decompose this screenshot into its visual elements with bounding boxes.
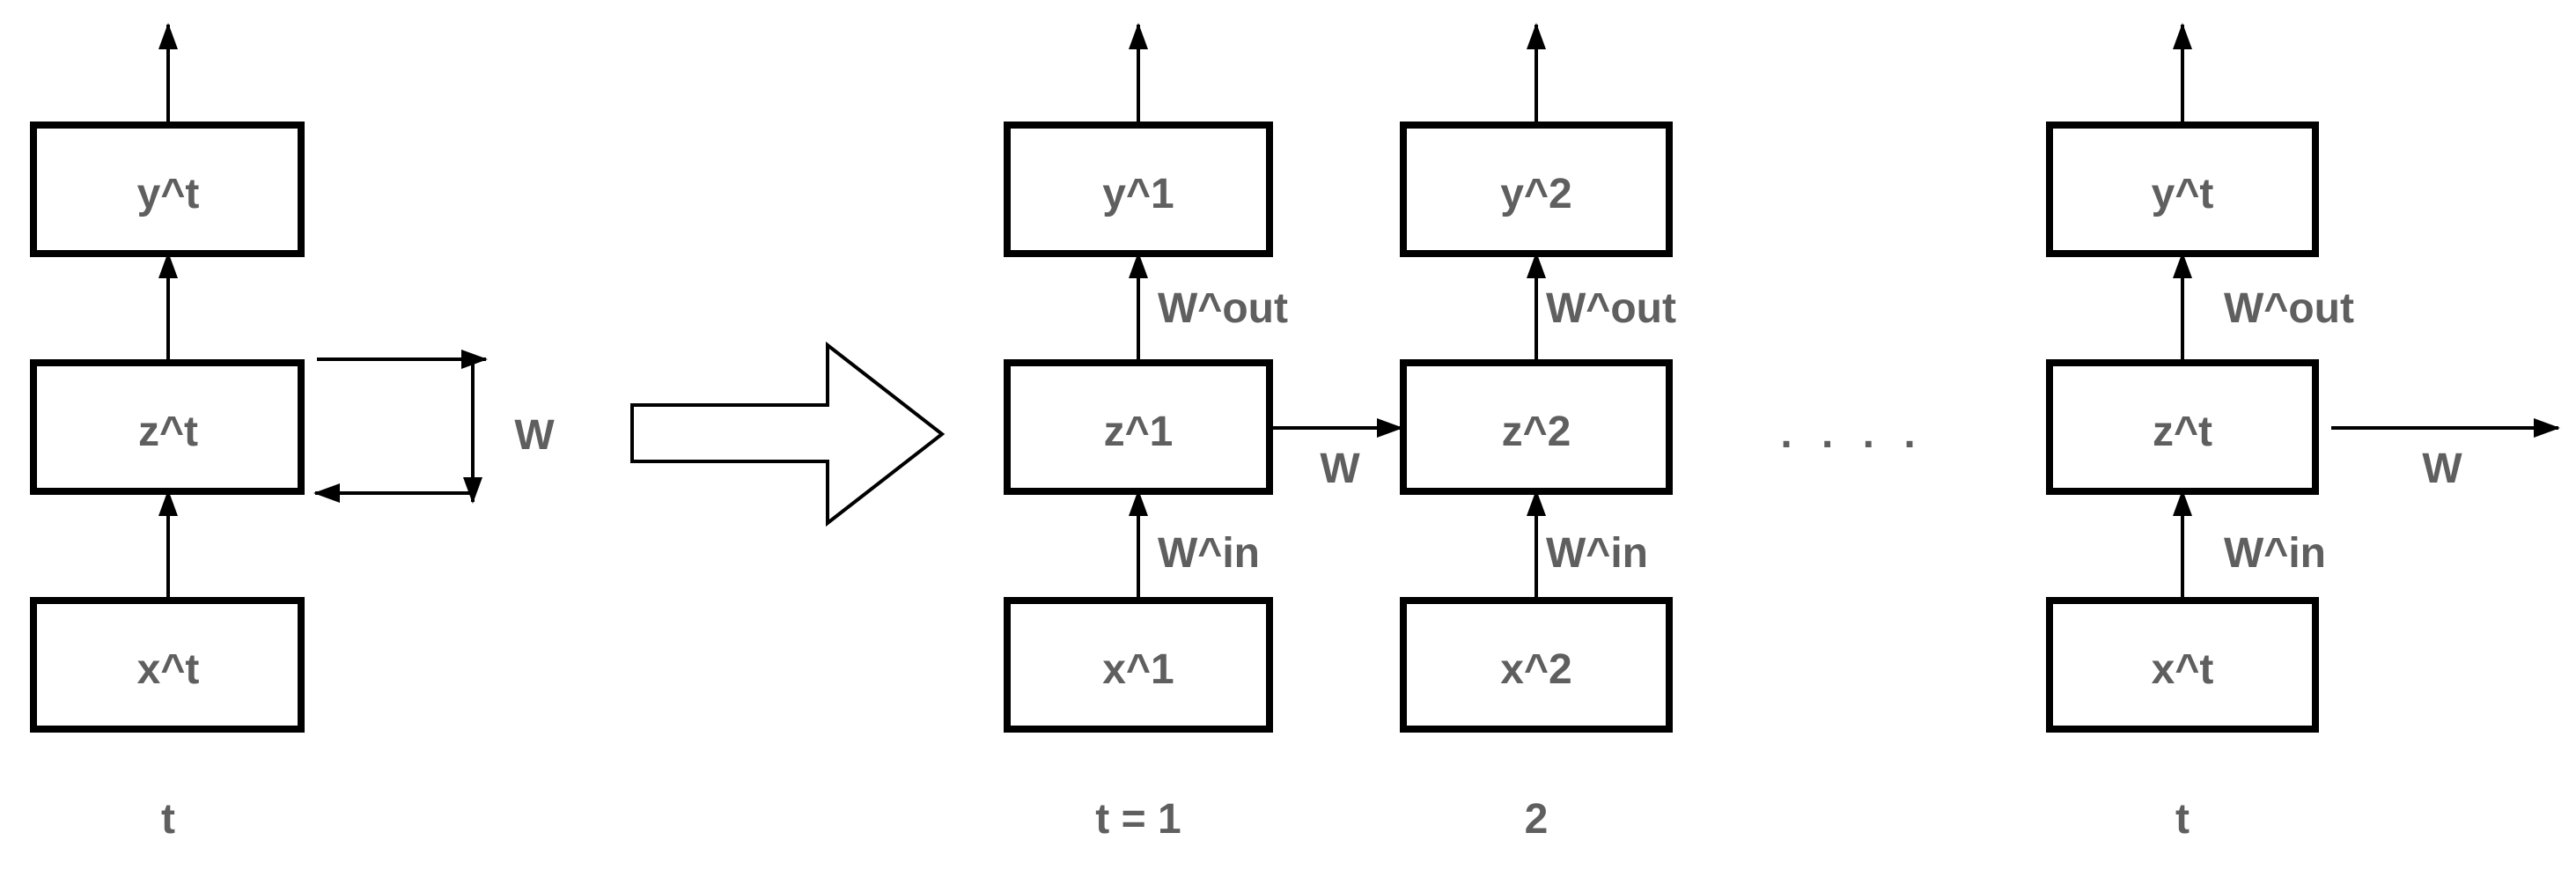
step1-in-weight-label: W^in: [1158, 530, 1260, 577]
step1-input-box: [1004, 597, 1273, 733]
step2-hidden-box: [1400, 359, 1673, 495]
folded-output-label: y^t: [137, 171, 200, 217]
transition-t-weight-label: W: [2422, 446, 2462, 492]
folded-rnn: y^t z^t x^t W t: [30, 23, 555, 843]
stept-hidden-label: z^t: [2153, 409, 2212, 455]
step2-input-label: x^2: [1500, 646, 1571, 693]
step1-output-box: [1004, 122, 1273, 257]
folded-hidden-label: z^t: [138, 409, 198, 455]
stept-out-weight-label: W^out: [2224, 285, 2354, 332]
stept-output-label: y^t: [2152, 171, 2214, 217]
step1-hidden-label: z^1: [1104, 409, 1174, 455]
step1-time-label: t = 1: [1095, 796, 1181, 843]
stept-in-weight-label: W^in: [2224, 530, 2326, 577]
unrolled-step-1: y^1 z^1 x^1 W^out W^in t = 1: [1004, 23, 1288, 843]
stept-input-box: [2046, 597, 2319, 733]
unrolled-step-2: y^2 z^2 x^2 W^out W^in 2: [1400, 23, 1676, 843]
folded-hidden-box: [30, 359, 305, 495]
step2-hidden-label: z^2: [1502, 409, 1571, 455]
step1-out-weight-label: W^out: [1158, 285, 1288, 332]
folded-time-label: t: [161, 796, 175, 843]
transition-1-weight-label: W: [1320, 446, 1360, 492]
stept-input-label: x^t: [2152, 646, 2214, 693]
unrolled-step-t: y^t z^t x^t W^out W^in t: [2046, 23, 2354, 843]
step1-hidden-box: [1004, 359, 1273, 495]
folded-output-box: [30, 122, 305, 257]
ellipsis: . . . .: [1780, 410, 1924, 457]
step1-output-label: y^1: [1102, 171, 1174, 217]
stept-output-box: [2046, 122, 2319, 257]
folded-input-label: x^t: [137, 646, 200, 693]
recurrent-weight-label: W: [514, 412, 555, 459]
folded-input-box: [30, 597, 305, 733]
step2-time-label: 2: [1525, 796, 1549, 843]
step2-out-weight-label: W^out: [1546, 285, 1676, 332]
step2-output-label: y^2: [1500, 171, 1571, 217]
unrolled-rnn: y^1 z^1 x^1 W^out W^in t = 1 W y^2 z^2 x…: [1004, 23, 2560, 843]
stept-time-label: t: [2175, 796, 2190, 843]
unroll-arrow-shape: [630, 341, 946, 527]
step2-in-weight-label: W^in: [1546, 530, 1648, 577]
stept-hidden-box: [2046, 359, 2319, 495]
step2-input-box: [1400, 597, 1673, 733]
step1-input-label: x^1: [1102, 646, 1174, 693]
step2-output-box: [1400, 122, 1673, 257]
